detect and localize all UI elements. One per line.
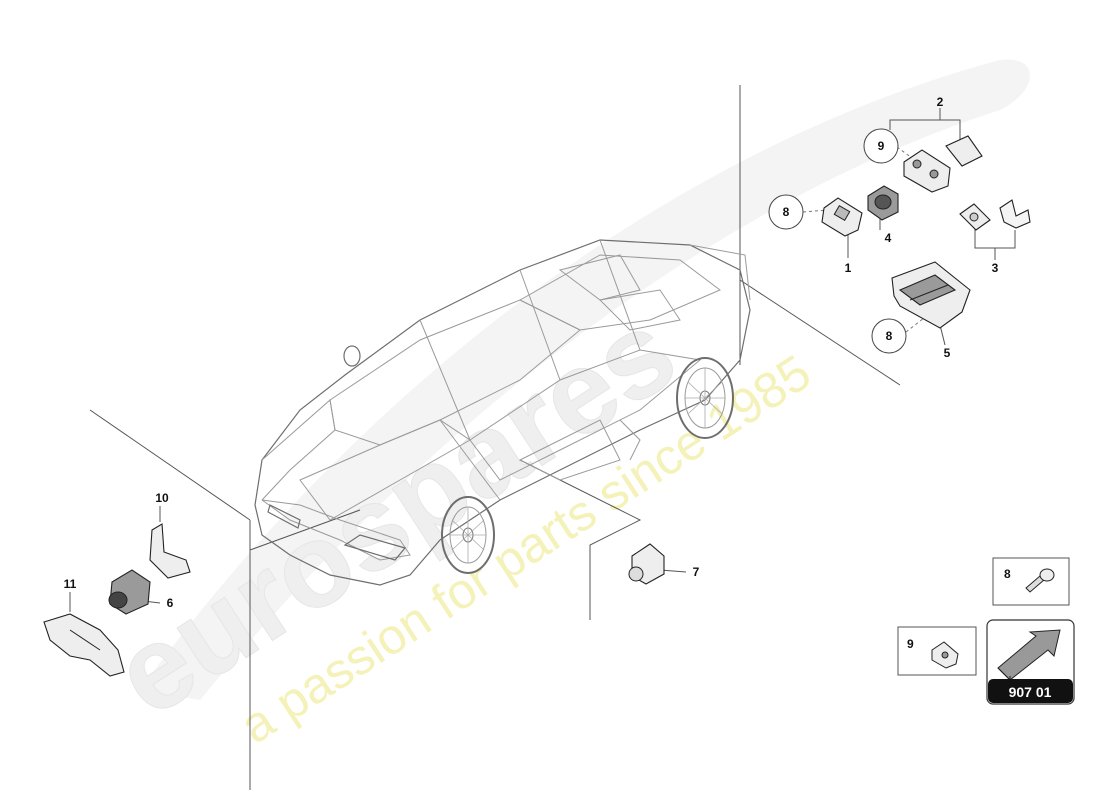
car-engine-cover	[518, 254, 721, 331]
leader-line	[889, 119, 961, 140]
part-11-housing	[43, 613, 125, 677]
callout-2: 2	[937, 95, 944, 109]
car-windshield	[329, 299, 581, 446]
car-body	[254, 239, 751, 586]
part-2-mount-assembly	[903, 135, 983, 193]
part-3-clip-set	[959, 199, 1031, 231]
leader-line	[896, 146, 913, 159]
car-rear-wheel	[676, 357, 734, 439]
circled-refs: 9 8 8	[768, 128, 907, 354]
callouts: 1 2 3 4 5 6 7 10 11	[64, 95, 999, 610]
car-frame-lines	[619, 419, 641, 461]
car-front-wheel	[441, 496, 495, 574]
part-6-camera	[108, 569, 151, 615]
car-headlight	[267, 504, 301, 529]
car-side-intake	[518, 419, 621, 481]
car-mirror	[343, 345, 361, 367]
watermark-swoosh	[140, 59, 1030, 701]
car-rear-wing	[689, 244, 751, 301]
leader-line	[249, 509, 361, 551]
ref-circle	[768, 194, 804, 230]
car-front-fascia	[261, 499, 411, 561]
page-reference-card: 907 01	[986, 619, 1075, 705]
car-engine-detail	[598, 289, 681, 331]
ref-label-8: 8	[783, 205, 790, 219]
leader-line	[905, 317, 925, 333]
leader-line	[89, 409, 251, 521]
clip-nut-icon	[931, 641, 959, 669]
callout-6: 6	[167, 596, 174, 610]
car-side-panel	[469, 349, 702, 481]
leader-line	[939, 324, 946, 346]
legend-label-8: 8	[1004, 567, 1011, 581]
part-5-control-unit	[891, 261, 971, 329]
page-ref-number: 907 01	[1009, 684, 1052, 700]
car-engine-detail	[558, 254, 641, 301]
car-hood	[261, 399, 336, 501]
leader-line	[974, 225, 1016, 249]
leader-line	[739, 279, 901, 386]
part-1-bracket	[821, 197, 863, 237]
car-headlight	[343, 534, 407, 561]
part-7-camera	[628, 543, 665, 585]
part-10-bracket	[149, 523, 191, 579]
leader-line	[519, 459, 642, 620]
legend-box-9: 9	[897, 626, 977, 676]
ref-circle	[871, 318, 907, 354]
page-ref-badge	[988, 679, 1073, 703]
ref-label-8: 8	[886, 329, 893, 343]
callout-11: 11	[64, 577, 77, 591]
callout-3: 3	[992, 261, 999, 275]
watermark: eurospares a passion for parts since 198…	[92, 59, 1030, 754]
ref-label-9: 9	[878, 139, 885, 153]
screw-icon	[1025, 568, 1055, 593]
callout-7: 7	[693, 565, 700, 579]
part-4-sensor	[867, 185, 899, 221]
legend-label-9: 9	[907, 637, 914, 651]
callout-4: 4	[885, 231, 892, 245]
callout-10: 10	[155, 491, 169, 505]
ref-circle	[863, 128, 899, 164]
callout-5: 5	[944, 346, 951, 360]
callout-1: 1	[845, 261, 852, 275]
legend-box-8: 8	[992, 557, 1070, 606]
car-frame-lines	[419, 239, 641, 501]
car-outline	[254, 239, 751, 586]
